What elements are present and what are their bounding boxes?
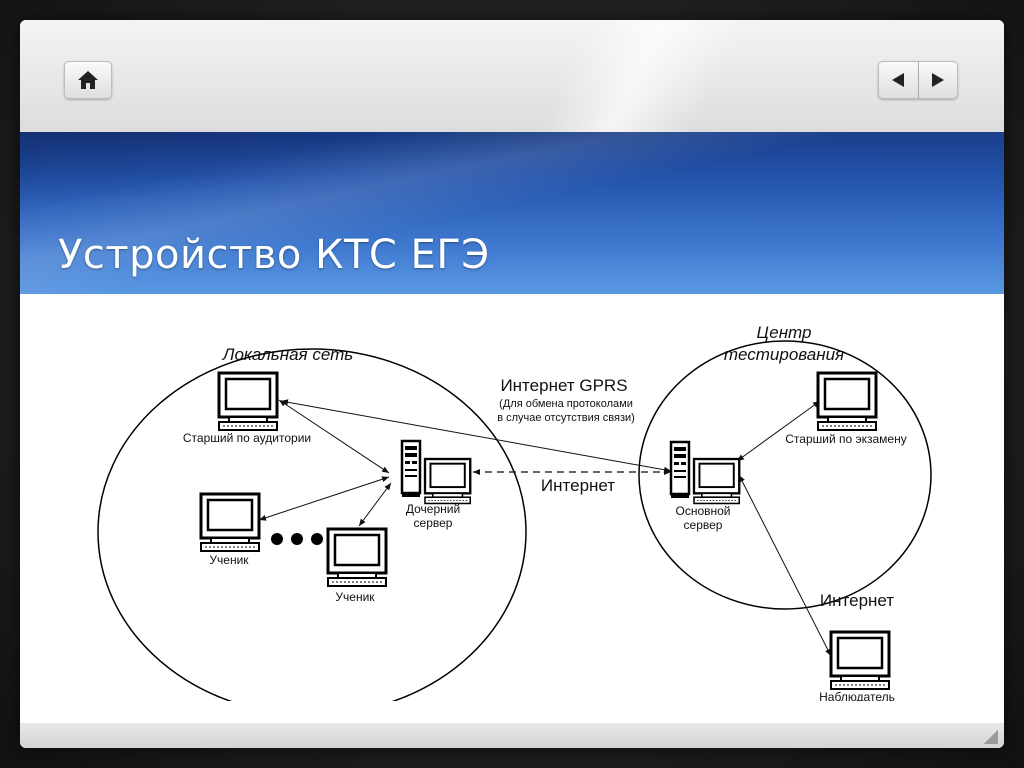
senior-exam-label: Старший по экзамену — [785, 432, 906, 446]
slide-navigation — [878, 61, 958, 99]
link-main-server-to-observer — [738, 474, 832, 657]
computer-student-2 — [326, 527, 388, 588]
slide-title: Устройство КТС ЕГЭ — [58, 232, 490, 278]
senior-auditorium-label: Старший по аудитории — [183, 431, 311, 445]
gprs-note-line1: (Для обмена протоколами — [499, 398, 633, 410]
slide-footer-band — [20, 723, 1004, 748]
child-server-label-line2: сервер — [414, 516, 453, 530]
computer-senior-exam — [816, 371, 878, 432]
header-sheen — [20, 20, 1004, 132]
link-main-server-to-exam-senior — [736, 400, 821, 462]
gprs-label: Интернет GPRS — [500, 376, 627, 395]
more-students-dot — [311, 533, 323, 545]
more-students-dot — [271, 533, 283, 545]
local-network-circle — [97, 348, 527, 701]
arrow-right-icon — [931, 73, 944, 87]
test-center-label-line1: Центр — [757, 323, 812, 342]
more-students-dot — [291, 533, 303, 545]
observer-label: Наблюдатель — [819, 690, 895, 701]
main-server-label-line2: сервер — [684, 518, 723, 532]
link-gprs — [280, 399, 672, 473]
child-server-label-line1: Дочерний — [406, 502, 460, 516]
computer-student-1 — [199, 492, 261, 553]
gprs-note-line2: в случае отсутствия связи) — [497, 412, 635, 424]
slide-header-band — [20, 20, 1004, 132]
test-center-label-line2: тестирования — [724, 345, 844, 364]
home-icon — [78, 71, 98, 89]
title-band — [20, 132, 1004, 294]
page-curl-corner — [984, 730, 998, 744]
internet-label-2: Интернет — [820, 591, 894, 610]
main-server-label-line1: Основной — [675, 504, 730, 518]
previous-slide-button[interactable] — [878, 61, 919, 99]
home-button[interactable] — [64, 61, 112, 99]
computer-observer — [829, 630, 891, 691]
next-slide-button[interactable] — [918, 61, 958, 99]
link-student2-to-child-server — [358, 482, 392, 527]
internet-label-1: Интернет — [541, 476, 615, 495]
title-band-streak — [20, 132, 1004, 294]
network-diagram: Локальная сеть Центр тестирования Старши… — [91, 311, 957, 701]
student-label-1: Ученик — [209, 553, 249, 567]
computer-senior-auditorium — [217, 371, 279, 432]
arrow-left-icon — [892, 73, 905, 87]
student-label-2: Ученик — [335, 590, 375, 604]
local-network-label: Локальная сеть — [222, 345, 353, 364]
